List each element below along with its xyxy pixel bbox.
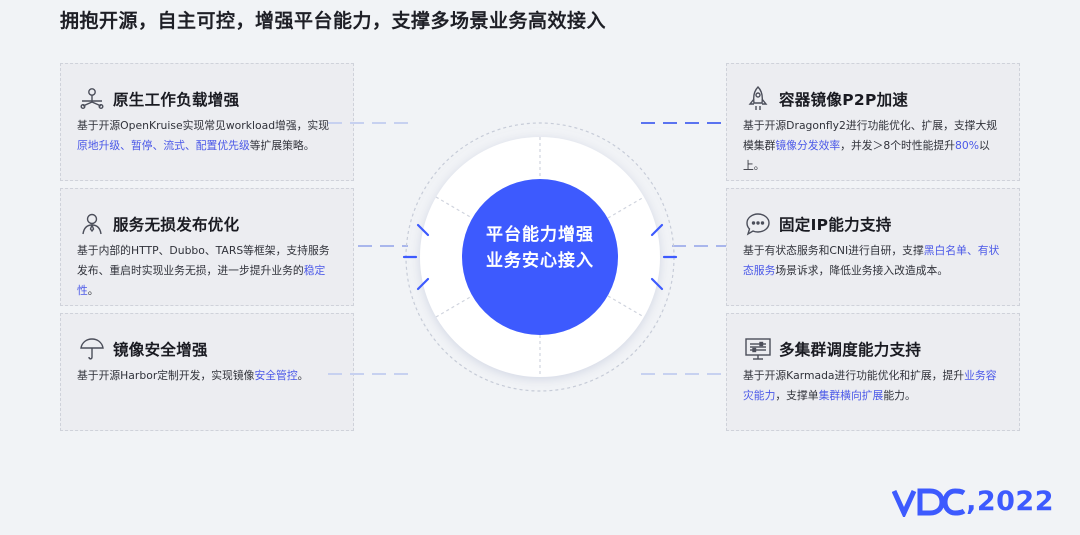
highlight-text: 原地升级、暂停、流式、配置优先级 [77, 139, 250, 152]
card-title: 多集群调度能力支持 [779, 341, 922, 359]
connector-left-mid [358, 245, 408, 247]
card-desc: 基于开源Harbor定制开发，实现镜像安全管控。 [77, 366, 339, 386]
vdc-mark-icon [892, 488, 966, 517]
highlight-text: 业务容灾能力 [743, 369, 997, 402]
card-title: 服务无损发布优化 [113, 216, 240, 234]
center-label: 平台能力增强 业务安心接入 [466, 222, 614, 274]
workload-network-icon [77, 86, 107, 112]
card-desc: 基于开源Dragonfly2进行功能优化、扩展，支撑大规模集群镜像分发效率，并发… [743, 116, 1005, 176]
highlight-text: 安全管控 [254, 369, 298, 382]
card-desc: 基于开源OpenKruise实现常见workload增强，实现原地升级、暂停、流… [77, 116, 339, 156]
desc-text: ，支撑单 [775, 389, 819, 402]
highlight-text: 镜像分发效率 [775, 139, 841, 152]
feature-card-fixed-ip: 固定IP能力支持 基于有状态服务和CNI进行自研，支撑黑白名单、有状态服务场景诉… [726, 188, 1020, 306]
card-desc: 基于开源Karmada进行功能优化和扩展，提升业务容灾能力，支撑单集群横向扩展能… [743, 366, 1005, 406]
feature-card-multi-cluster: 多集群调度能力支持 基于开源Karmada进行功能优化和扩展，提升业务容灾能力，… [726, 313, 1020, 431]
connector-right-bot [641, 373, 726, 375]
desc-text: 能力。 [883, 389, 916, 402]
desc-text: 。 [87, 284, 99, 297]
card-desc: 基于内部的HTTP、Dubbo、TARS等框架，支持服务发布、重启时实现业务无损… [77, 241, 339, 301]
vdc-2022-logo: ,2022 [892, 487, 1054, 517]
card-title: 容器镜像P2P加速 [779, 91, 909, 109]
desc-text: 基于开源Karmada进行功能优化和扩展，提升 [743, 369, 965, 382]
highlight-text: 黑白名单、有状态服务 [743, 244, 1000, 277]
highlight-text: 80% [955, 139, 980, 152]
desc-text: ，并发＞8个时性能提升 [840, 139, 956, 152]
feature-card-workload: 原生工作负载增强 基于开源OpenKruise实现常见workload增强，实现… [60, 63, 354, 181]
desc-text: 以上。 [743, 139, 990, 172]
chat-bubble-icon [743, 211, 773, 237]
center-line-1: 平台能力增强 [486, 225, 594, 245]
highlight-text: 稳定性 [77, 264, 326, 297]
card-desc: 基于有状态服务和CNI进行自研，支撑黑白名单、有状态服务场景诉求，降低业务接入改… [743, 241, 1005, 281]
desc-text: 基于开源Dragonfly2进行功能优化、扩展，支撑大规模集群 [743, 119, 998, 152]
feature-card-release: 服务无损发布优化 基于内部的HTTP、Dubbo、TARS等框架，支持服务发布、… [60, 188, 354, 306]
desc-text: 等扩展策略。 [249, 139, 315, 152]
monitor-settings-icon [743, 336, 773, 362]
desc-text: 。 [297, 369, 309, 382]
feature-card-image-security: 镜像安全增强 基于开源Harbor定制开发，实现镜像安全管控。 [60, 313, 354, 431]
umbrella-icon [77, 336, 107, 362]
page-headline: 拥抱开源，自主可控，增强平台能力，支撑多场景业务高效接入 [60, 10, 607, 32]
desc-text: 基于开源OpenKruise实现常见workload增强，实现 [77, 119, 330, 132]
center-line-2: 业务安心接入 [486, 251, 594, 271]
connector-right-mid [672, 245, 726, 247]
desc-text: 基于有状态服务和CNI进行自研，支撑 [743, 244, 924, 257]
card-title: 镜像安全增强 [113, 341, 208, 359]
highlight-text: 集群横向扩展 [818, 389, 884, 402]
central-ring-diagram [402, 122, 678, 392]
desc-text: 基于开源Harbor定制开发，实现镜像 [77, 369, 255, 382]
connector-left-bot [328, 373, 413, 375]
desc-text: 场景诉求，降低业务接入改造成本。 [775, 264, 949, 277]
card-title: 原生工作负载增强 [113, 91, 240, 109]
rocket-icon [743, 86, 773, 112]
person-icon [77, 211, 107, 237]
card-title: 固定IP能力支持 [779, 216, 892, 234]
feature-card-p2p: 容器镜像P2P加速 基于开源Dragonfly2进行功能优化、扩展，支撑大规模集… [726, 63, 1020, 181]
connector-left-top [328, 122, 413, 124]
desc-text: 基于内部的HTTP、Dubbo、TARS等框架，支持服务发布、重启时实现业务无损… [77, 244, 330, 277]
logo-year: ,2022 [966, 486, 1054, 517]
connector-right-top [641, 122, 726, 124]
